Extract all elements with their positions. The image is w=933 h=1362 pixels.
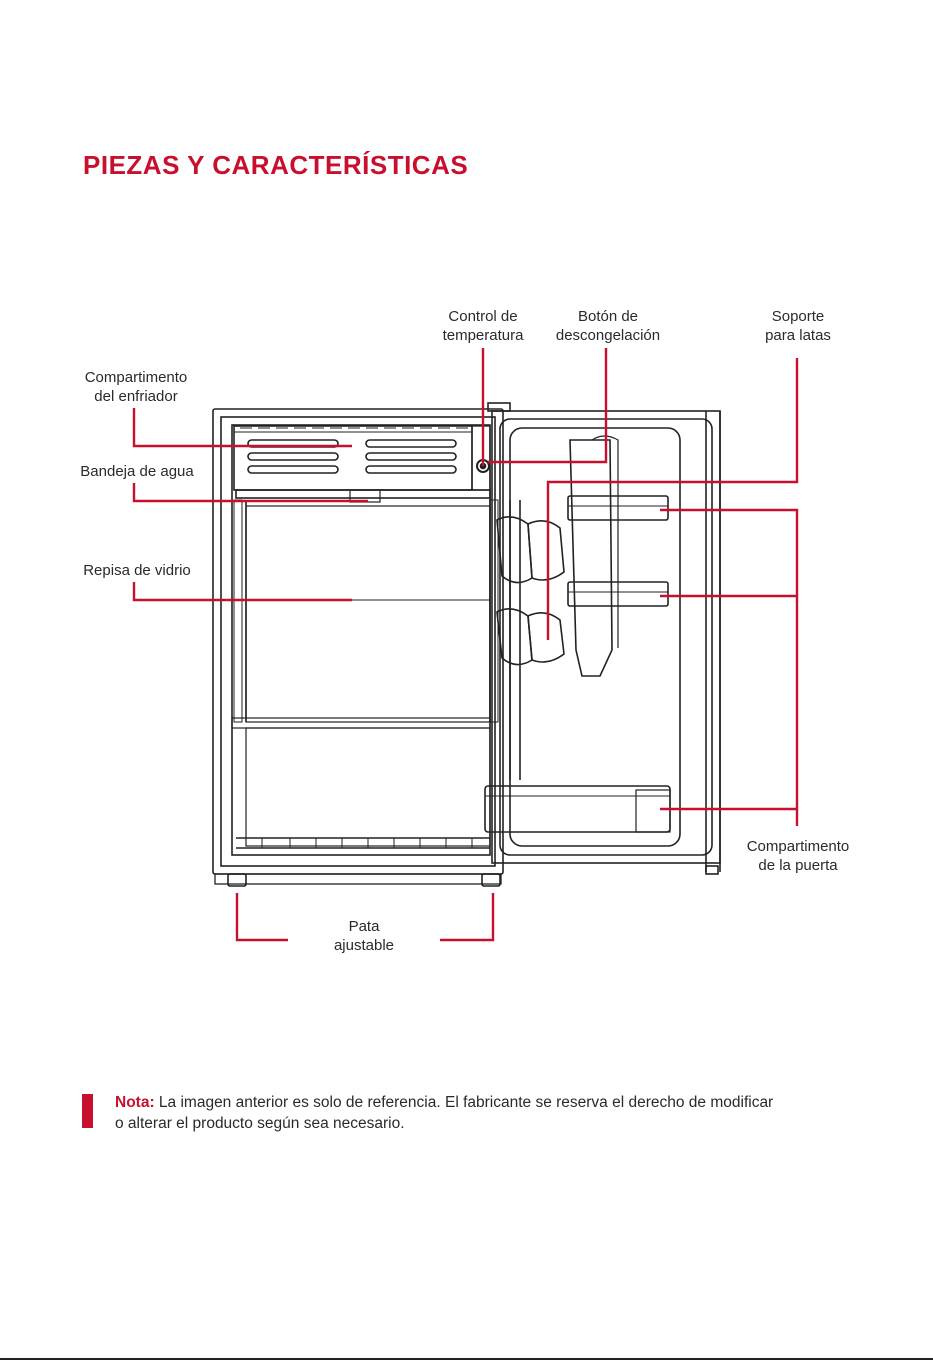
label-boton-descongelacion: Botón de descongelación <box>555 308 661 344</box>
page-title: PIEZAS Y CARACTERÍSTICAS <box>83 150 469 180</box>
page-bottom-rule <box>0 1358 933 1360</box>
note-line-2: o alterar el producto según sea necesari… <box>115 1115 405 1132</box>
label-compartimento-puerta: Compartimento de la puerta <box>746 838 850 874</box>
note-line-1: La imagen anterior es solo de referencia… <box>158 1094 774 1111</box>
label-compartimento-enfriador: Compartimento del enfriador <box>84 369 188 405</box>
fridge-door <box>484 410 721 875</box>
note-accent-bar <box>82 1094 93 1128</box>
note-label: Nota: <box>115 1094 155 1111</box>
note-text: Nota: La imagen anterior es solo de refe… <box>115 1092 773 1134</box>
label-pata-ajustable: Pata ajustable <box>333 918 395 954</box>
fridge-cabinet <box>212 402 511 887</box>
label-repisa-vidrio: Repisa de vidrio <box>83 562 191 579</box>
callout-lines <box>132 348 799 942</box>
label-control-temperatura: Control de temperatura <box>442 308 524 344</box>
label-bandeja-agua: Bandeja de agua <box>80 463 194 480</box>
label-soporte-latas: Soporte para latas <box>765 308 831 344</box>
